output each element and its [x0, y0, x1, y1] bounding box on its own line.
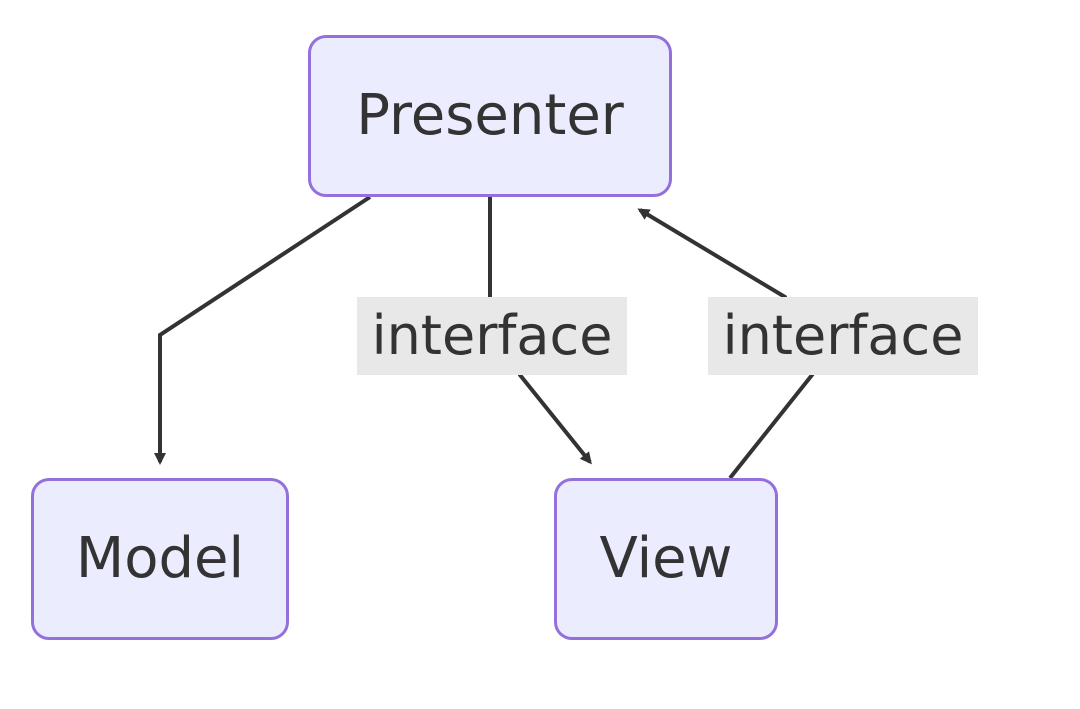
- node-model[interactable]: Model: [31, 478, 289, 640]
- node-presenter[interactable]: Presenter: [308, 35, 672, 197]
- node-presenter-label: Presenter: [356, 83, 624, 148]
- edge-label-view-presenter: interface: [708, 297, 978, 375]
- edge-label-presenter-view: interface: [357, 297, 627, 375]
- node-view-label: View: [599, 526, 733, 591]
- node-model-label: Model: [75, 526, 245, 591]
- edge-presenter-to-model: [154, 195, 372, 465]
- node-view[interactable]: View: [554, 478, 778, 640]
